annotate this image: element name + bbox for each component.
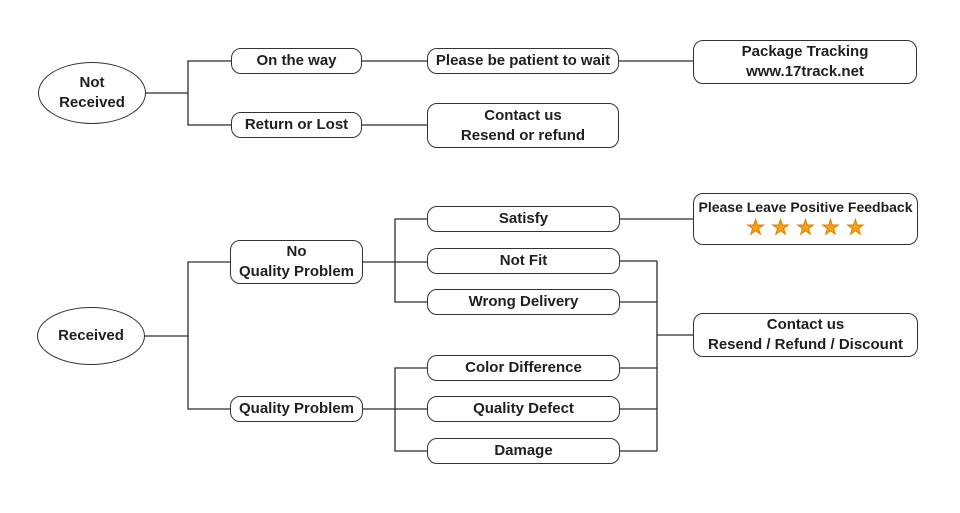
- node-label: Quality Defect: [473, 400, 574, 417]
- node-label: Return or Lost: [244, 116, 349, 133]
- node-label: Not Fit: [499, 252, 548, 269]
- node-label-line1: Package Tracking: [741, 43, 869, 60]
- node-label-line2: Resend or refund: [460, 126, 586, 144]
- node-satisfy: Satisfy: [427, 206, 620, 232]
- node-label: Wrong Delivery: [468, 293, 579, 310]
- connector-path: [145, 60, 693, 452]
- node-positive-feedback: Please Leave Positive Feedback ★★★★★: [693, 193, 918, 245]
- node-not-received: Not Received: [38, 62, 146, 124]
- node-label-line2: Quality Problem: [238, 263, 355, 280]
- node-color-difference: Color Difference: [427, 355, 620, 381]
- node-quality-defect: Quality Defect: [427, 396, 620, 422]
- star-rating-icon: ★★★★★: [746, 216, 872, 239]
- node-package-tracking: Package Tracking www.17track.net: [693, 40, 917, 84]
- node-quality-problem: Quality Problem: [230, 396, 363, 422]
- node-label-line2: www.17track.net: [746, 63, 864, 80]
- node-label-line1: Contact us: [484, 106, 562, 124]
- node-not-fit: Not Fit: [427, 248, 620, 274]
- node-wrong-delivery: Wrong Delivery: [427, 289, 620, 315]
- node-label: Satisfy: [498, 210, 549, 227]
- node-label: Please Leave Positive Feedback: [698, 199, 913, 215]
- node-label: On the way: [256, 52, 337, 69]
- node-be-patient: Please be patient to wait: [427, 48, 619, 74]
- node-label-line2: Received: [59, 94, 125, 111]
- node-label-line2: Resend / Refund / Discount: [707, 336, 903, 353]
- node-label: Please be patient to wait: [435, 52, 611, 69]
- node-label-line1: No: [286, 243, 307, 260]
- node-label-line1: Not: [79, 74, 105, 91]
- node-contact-resend-refund: Contact us Resend or refund: [427, 103, 619, 148]
- node-label: Quality Problem: [238, 400, 355, 417]
- node-no-quality-problem: No Quality Problem: [230, 240, 363, 284]
- node-label-line1: Contact us: [766, 316, 845, 333]
- node-damage: Damage: [427, 438, 620, 464]
- node-label: Received: [58, 327, 124, 344]
- node-label: Damage: [494, 442, 553, 459]
- node-label: Color Difference: [465, 359, 582, 376]
- node-on-the-way: On the way: [231, 48, 362, 74]
- node-received: Received: [37, 307, 145, 365]
- node-return-or-lost: Return or Lost: [231, 112, 362, 138]
- node-contact-resend-refund-discount: Contact us Resend / Refund / Discount: [693, 313, 918, 357]
